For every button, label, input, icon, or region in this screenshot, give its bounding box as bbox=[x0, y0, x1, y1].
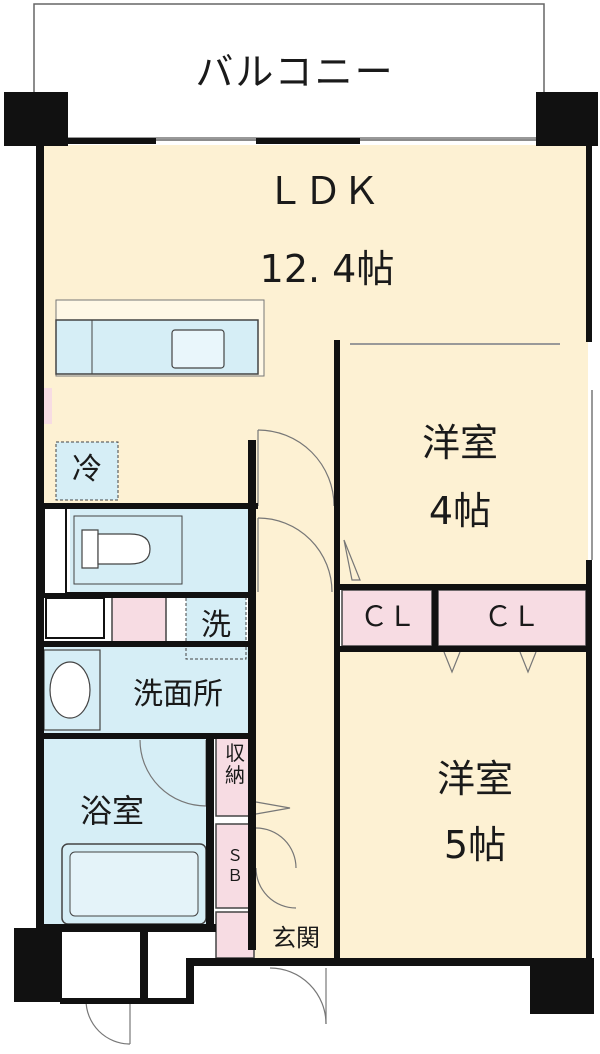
corner-column bbox=[530, 958, 594, 1014]
fridge-label: 冷 bbox=[72, 452, 102, 487]
western-room-2-size: 5帖 bbox=[443, 823, 507, 867]
corner-column bbox=[536, 92, 598, 146]
storage-label: 収納 bbox=[225, 741, 245, 787]
closet-1-label: ＣＬ bbox=[359, 600, 416, 633]
shoe-box-floor bbox=[215, 823, 255, 909]
bathtub bbox=[61, 843, 207, 925]
walls bbox=[4, 92, 598, 1014]
shoe-box-label: ＳＢ bbox=[226, 846, 243, 885]
kitchen-sink bbox=[171, 329, 225, 369]
balcony-label: バルコニー bbox=[195, 50, 395, 94]
bathroom-label: 浴室 bbox=[79, 792, 144, 830]
closet-2-label: ＣＬ bbox=[483, 600, 540, 633]
washer-area bbox=[185, 596, 247, 660]
western-room-1-name: 洋室 bbox=[421, 421, 498, 465]
balcony-area bbox=[33, 3, 545, 141]
entrance-label: 玄関 bbox=[272, 924, 320, 952]
hallway-floor bbox=[252, 503, 340, 960]
fridge-area bbox=[55, 441, 119, 501]
ldk-name: ＬＤＫ bbox=[265, 169, 380, 213]
washer-label: 洗 bbox=[201, 608, 231, 643]
ldk-size: 12. 4帖 bbox=[259, 247, 395, 291]
floors bbox=[40, 145, 588, 960]
western-room-2-floor bbox=[340, 652, 588, 960]
closet-2-floor bbox=[437, 589, 587, 647]
western-room-1-floor bbox=[340, 345, 588, 585]
laundry-shelf bbox=[111, 596, 167, 644]
corner-column bbox=[4, 92, 68, 146]
washroom-label: 洗面所 bbox=[133, 677, 223, 712]
western-room-2-name: 洋室 bbox=[436, 757, 513, 801]
wash-basin bbox=[43, 649, 101, 731]
entrance-shelf bbox=[215, 911, 255, 959]
kitchen-counter bbox=[55, 299, 265, 377]
corner-column bbox=[14, 928, 62, 1002]
pink-strip bbox=[42, 388, 52, 424]
toilet-fixture bbox=[73, 515, 183, 585]
storage-floor bbox=[215, 735, 255, 817]
western-room-1-size: 4帖 bbox=[428, 489, 492, 533]
